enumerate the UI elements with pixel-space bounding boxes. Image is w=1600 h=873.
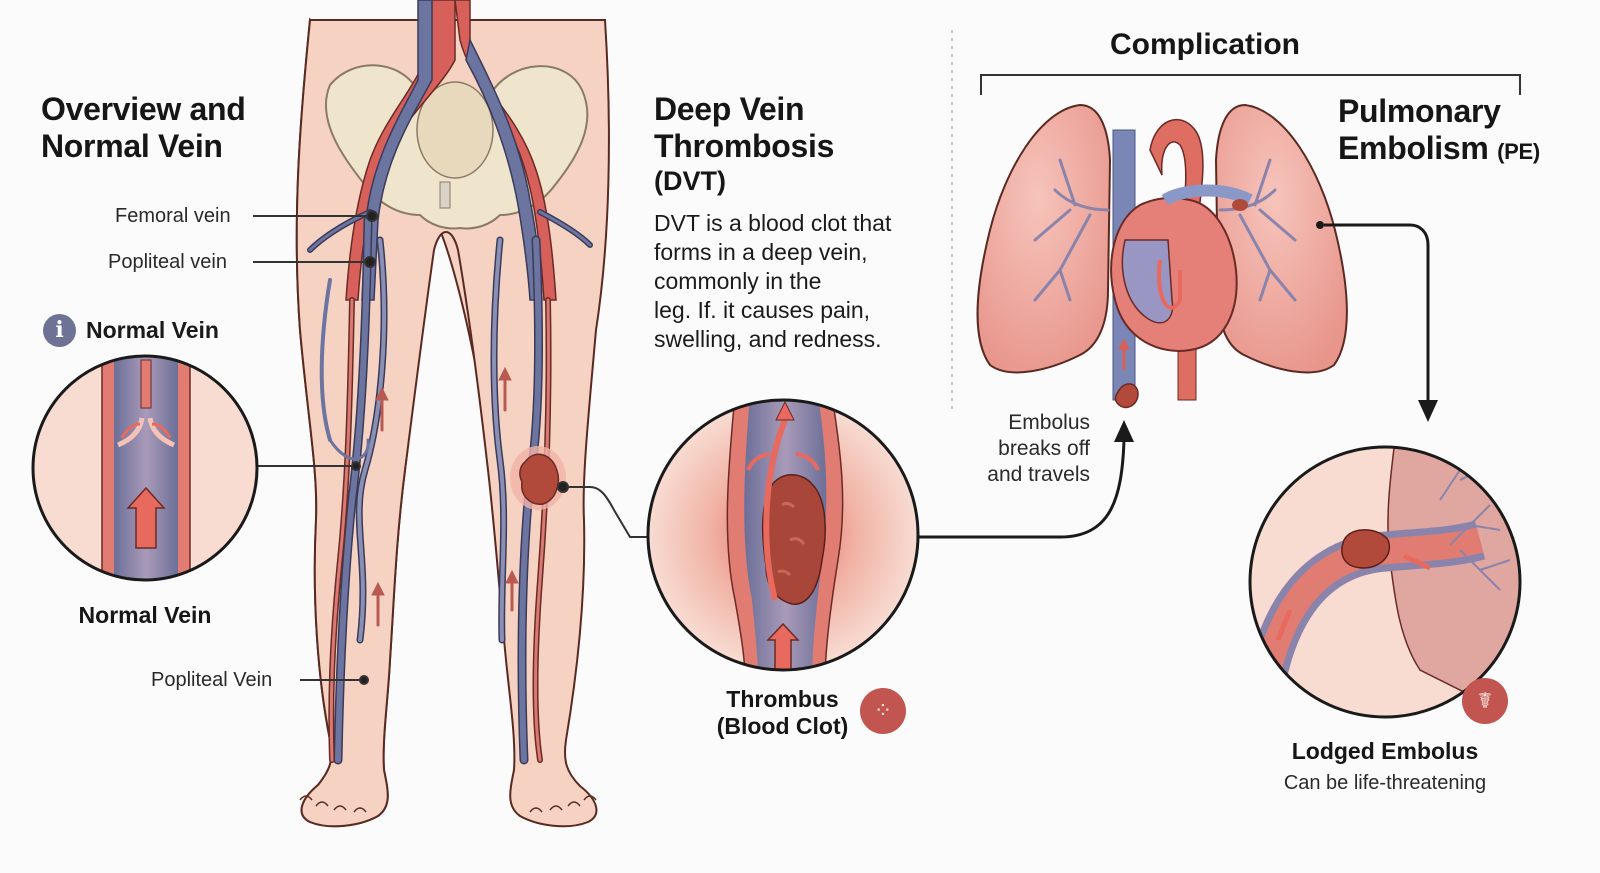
embolus-label: Embolus breaks off and travels [968, 410, 1090, 488]
dvt-title-line2: Thrombosis [654, 128, 835, 164]
label-popliteal-vein-lower: Popliteal Vein [151, 669, 273, 691]
complication-bracket [980, 74, 1521, 95]
thrombus-caption-line2: (Blood Clot) [716, 713, 849, 739]
pe-title: Pulmonary Embolism (PE) [1338, 93, 1540, 170]
thrombus-caption: Thrombus (Blood Clot) [700, 686, 865, 740]
complication-header: Complication [1110, 28, 1301, 61]
lodged-caption: Lodged Embolus [1291, 738, 1479, 764]
dvt-description-line: swelling, and redness. [654, 326, 882, 352]
thrombus-closeup [646, 398, 920, 672]
lungs-heart-illustration [976, 103, 1438, 422]
pe-abbrev: (PE) [1497, 139, 1540, 164]
thrombus-caption-line1: Thrombus [726, 686, 839, 712]
dvt-title: Deep Vein Thrombosis [654, 91, 834, 165]
dvt-description-line: leg. If. it causes pain, [654, 297, 871, 323]
dvt-description-line: forms in a deep vein, [654, 239, 868, 265]
normal-vein-caption: Normal Vein [78, 602, 212, 628]
overview-title-line1: Overview and [41, 91, 246, 127]
dvt-abbrev: (DVT) [654, 166, 726, 196]
patient-distress-icon: ☤ [1462, 678, 1508, 724]
embolus-label-line: Embolus [1008, 411, 1090, 434]
overview-title-line2: Normal Vein [41, 128, 223, 164]
embolus-label-line: breaks off [998, 437, 1090, 460]
label-popliteal-vein-upper: Popliteal vein [108, 251, 227, 273]
blood-cells-icon: ⁘ [860, 688, 906, 734]
dvt-title-line1: Deep Vein [654, 91, 805, 127]
normal-vein-closeup [31, 354, 259, 582]
pe-title-line2: Embolism [1338, 130, 1489, 166]
label-leader-lines [253, 210, 650, 685]
legs-illustration [295, 0, 610, 828]
dvt-description: DVT is a blood clot that forms in a deep… [654, 209, 891, 354]
lodged-subcaption: Can be life-threatening [1283, 772, 1487, 794]
info-icon: i [43, 314, 76, 347]
embolus-path-arrow [918, 439, 1126, 539]
overview-title: Overview and Normal Vein [41, 91, 246, 165]
lodged-path-arrow [1324, 223, 1430, 400]
pe-title-line1: Pulmonary [1338, 93, 1501, 129]
normal-vein-heading: i Normal Vein [43, 314, 219, 347]
dvt-description-line: DVT is a blood clot that [654, 210, 892, 236]
embolus-fragment [1114, 383, 1139, 409]
normal-vein-heading-text: Normal Vein [86, 317, 219, 343]
label-femoral-vein: Femoral vein [115, 205, 231, 227]
embolus-label-line: and travels [987, 463, 1090, 486]
dvt-description-line: commonly in the [654, 268, 822, 294]
lodged-embolus-closeup [1248, 445, 1522, 719]
